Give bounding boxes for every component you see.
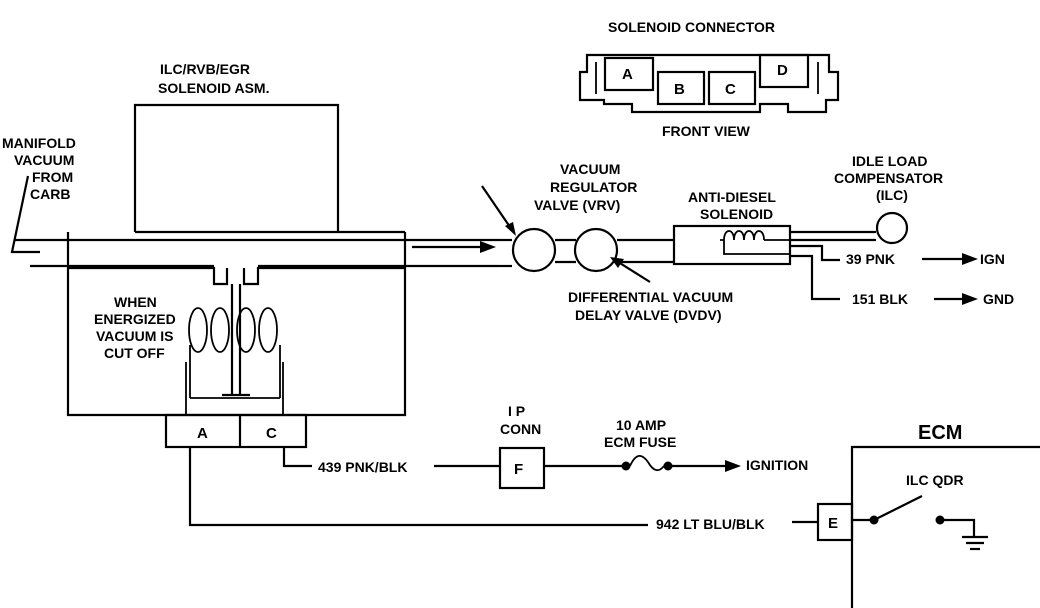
svg-text:(ILC): (ILC) — [876, 187, 908, 203]
svg-text:SOLENOID ASM.: SOLENOID ASM. — [158, 80, 270, 96]
wire-439-label: 439 PNK/BLK — [318, 459, 407, 475]
terminal-a: A — [197, 425, 208, 442]
svg-text:MANIFOLD: MANIFOLD — [2, 135, 76, 151]
vrv-valve — [511, 227, 557, 273]
ecm-module: ECM E ILC QDR — [816, 422, 1040, 608]
svg-text:CONN: CONN — [500, 421, 541, 437]
svg-text:FROM: FROM — [32, 169, 73, 185]
dvdv-valve — [573, 227, 619, 273]
svg-text:DELAY VALVE (DVDV): DELAY VALVE (DVDV) — [575, 307, 722, 323]
connector-pin-a: A — [622, 66, 633, 83]
svg-text:DIFFERENTIAL VACUUM: DIFFERENTIAL VACUUM — [568, 289, 733, 305]
wire-151-label: 151 BLK — [852, 291, 908, 307]
svg-text:CUT OFF: CUT OFF — [104, 345, 165, 361]
anti-diesel-solenoid: ANTI-DIESEL SOLENOID — [672, 189, 792, 266]
wire-39-label: 39 PNK — [846, 251, 895, 267]
coil-icon — [188, 307, 278, 353]
solenoid-connector-front-view: SOLENOID CONNECTOR A B C D FRONT VIEW — [578, 19, 840, 139]
solenoid-assembly — [10, 103, 498, 417]
ecm-label: ECM — [918, 422, 962, 444]
svg-text:VALVE (VRV): VALVE (VRV) — [534, 197, 620, 213]
ign-label: IGN — [980, 251, 1005, 267]
ip-conn-label: I P — [508, 403, 525, 419]
ign-gnd-wires: 39 PNK IGN 151 BLK GND — [790, 244, 1014, 307]
gnd-label: GND — [983, 291, 1014, 307]
ground-icon — [962, 535, 988, 551]
assembly-connector: A C — [164, 413, 308, 449]
svg-text:ECM FUSE: ECM FUSE — [604, 434, 676, 450]
svg-text:ILC/RVB/EGR: ILC/RVB/EGR — [160, 61, 250, 77]
manifold-vacuum-label: MANIFOLD VACUUM FROM CARB — [2, 135, 76, 202]
svg-text:WHEN: WHEN — [114, 294, 157, 310]
ip-conn-terminal-f: F — [514, 461, 523, 478]
terminal-c: C — [266, 425, 277, 442]
vacuum-valves — [481, 185, 674, 283]
dvdv-label: DIFFERENTIAL VACUUM DELAY VALVE (DVDV) — [568, 289, 733, 323]
svg-text:VACUUM IS: VACUUM IS — [96, 328, 174, 344]
svg-text:COMPENSATOR: COMPENSATOR — [834, 170, 943, 186]
svg-text:VACUUM: VACUUM — [14, 152, 74, 168]
circuit-942: 942 LT BLU/BLK — [188, 447, 818, 532]
when-energized-label: WHEN ENERGIZED VACUUM IS CUT OFF — [94, 294, 176, 361]
svg-text:ENERGIZED: ENERGIZED — [94, 311, 176, 327]
fuse-label: 10 AMP — [616, 417, 666, 433]
wire-942-label: 942 LT BLU/BLK — [656, 516, 765, 532]
vrv-label: VACUUM REGULATOR VALVE (VRV) — [534, 161, 637, 213]
connector-pin-d: D — [777, 62, 788, 79]
connector-pin-c: C — [725, 81, 736, 98]
anti-diesel-label: ANTI-DIESEL — [688, 189, 776, 205]
svg-text:IDLE LOAD: IDLE LOAD — [852, 153, 927, 169]
connector-pin-b: B — [674, 81, 685, 98]
front-view-label: FRONT VIEW — [662, 123, 751, 139]
svg-text:SOLENOID: SOLENOID — [700, 206, 773, 222]
ilc-qdr-label: ILC QDR — [906, 472, 964, 488]
ignition-label: IGNITION — [746, 457, 808, 473]
ilc-compensator: IDLE LOAD COMPENSATOR (ILC) — [790, 153, 943, 245]
svg-text:REGULATOR: REGULATOR — [550, 179, 637, 195]
circuit-439: 439 PNK/BLK F I P CONN IGNITION 10 AMP E… — [282, 403, 808, 490]
solenoid-connector-title: SOLENOID CONNECTOR — [608, 19, 775, 35]
ecm-terminal-e: E — [828, 515, 838, 532]
svg-text:VACUUM: VACUUM — [560, 161, 620, 177]
svg-text:CARB: CARB — [30, 186, 70, 202]
solenoid-asm-label: ILC/RVB/EGR SOLENOID ASM. — [158, 61, 270, 96]
